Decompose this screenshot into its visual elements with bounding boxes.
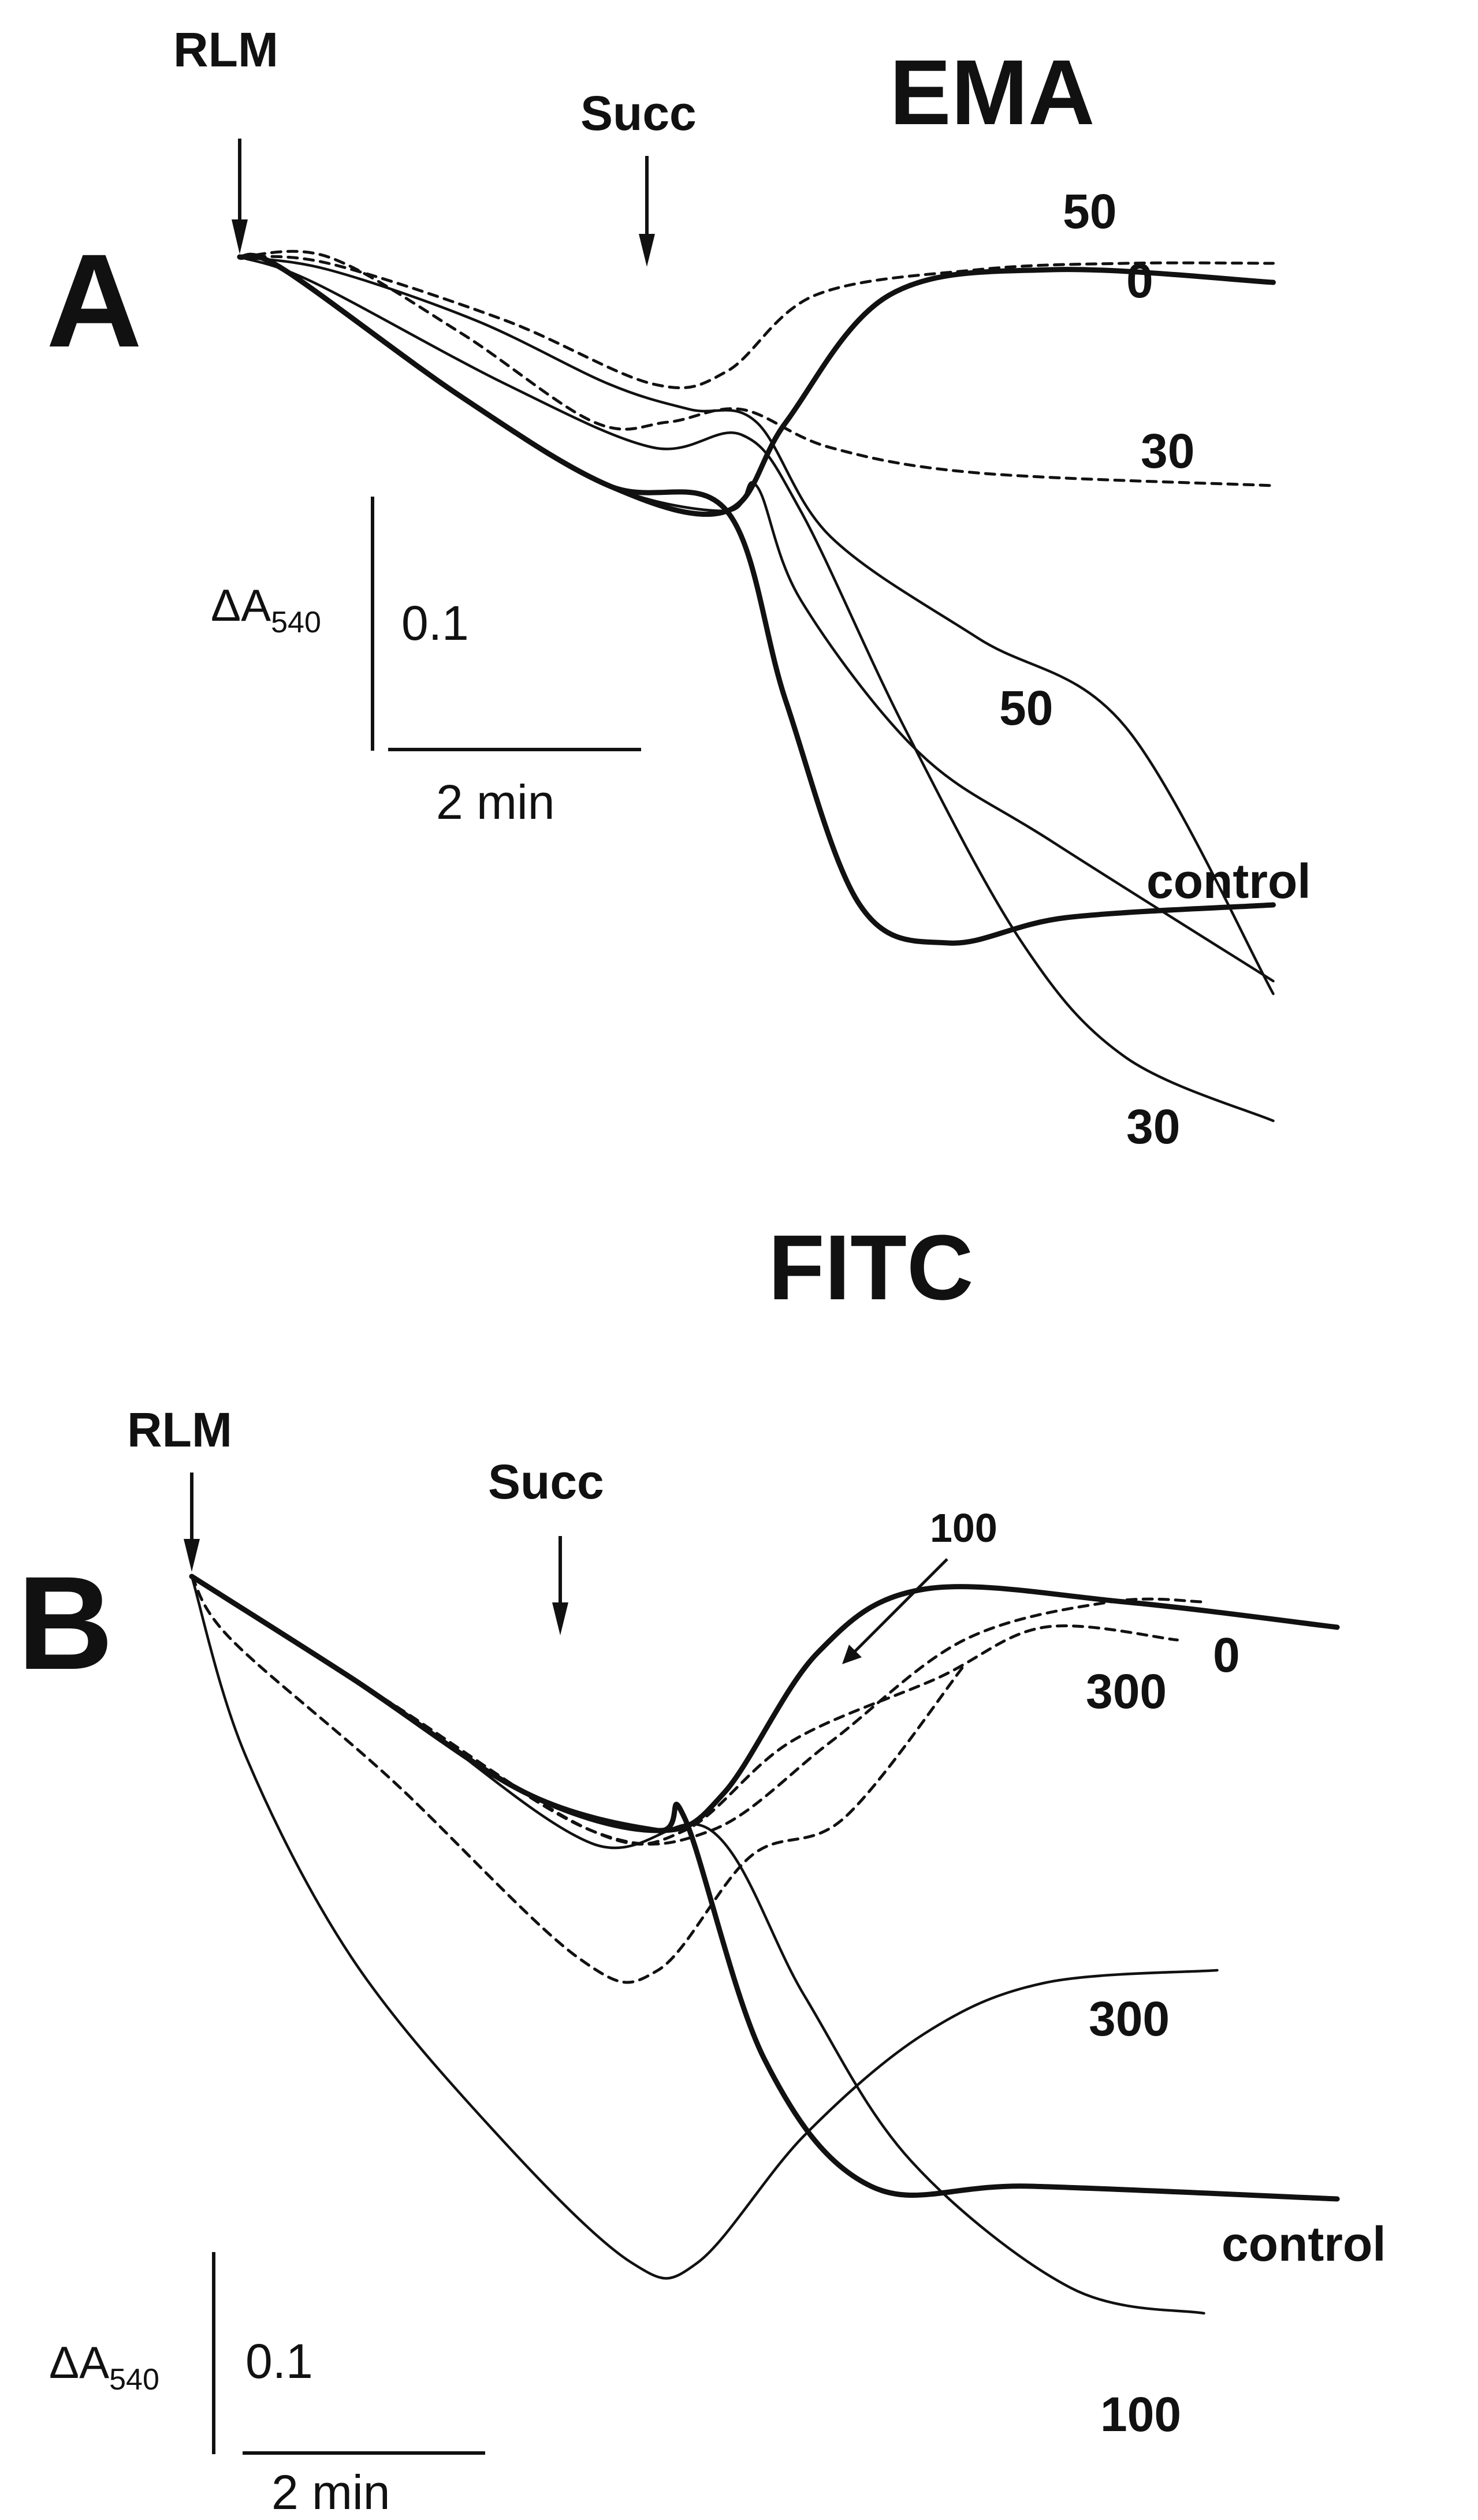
panel-b-trace-300-dashed-5 [190, 1575, 966, 1984]
panel-b: FITC B RLM Succ 100 ΔA540 0.1 2 min 0 30… [17, 1216, 1386, 2519]
panel-a-label-30-lower: 30 [1126, 1099, 1180, 1154]
panel-b-letter: B [17, 1549, 113, 1697]
panel-b-x-scale-value: 2 min [271, 2465, 390, 2519]
panel-b-annotation-arrow-shaft [852, 1558, 948, 1654]
panel-b-trace-100-dashed-1 [190, 1575, 1205, 1846]
panel-a-succ-arrow-head [639, 234, 655, 267]
panel-b-succ-label: Succ [488, 1455, 604, 1509]
panel-b-succ-arrow-head [552, 1602, 568, 1635]
panel-b-traces [189, 1574, 1340, 2315]
panel-a-label-0: 0 [1126, 254, 1153, 308]
panel-a-x-scale-value: 2 min [436, 775, 554, 829]
panel-a-label-30-upper: 30 [1141, 424, 1194, 478]
panel-a-trace-control-thick-4 [237, 252, 1276, 946]
panel-a-letter: A [46, 226, 142, 375]
panel-a-title: EMA [889, 40, 1095, 144]
panel-a-rlm-label: RLM [173, 23, 278, 77]
panel-b-annotation-100: 100 [930, 1505, 997, 1550]
panel-a-trace-50-dashed-1 [238, 249, 1275, 487]
panel-b-annotation-arrow-head [842, 1645, 862, 1664]
panel-a-traces [237, 249, 1276, 1123]
panel-b-trace-control-thick-3 [189, 1574, 1340, 2202]
panel-b-label-300-lower: 300 [1089, 1992, 1170, 2046]
panel-a-trace-50-thin-6 [238, 254, 1275, 983]
panel-a-trace-30-thin-2 [238, 255, 1275, 996]
panel-b-title: FITC [768, 1216, 973, 1319]
panel-a-trace-0-thick-3 [237, 252, 1276, 517]
panel-b-y-scale-value: 0.1 [245, 2334, 313, 2388]
panel-b-trace-100-thin-4 [190, 1575, 1205, 2315]
panel-b-label-300-upper: 300 [1086, 1664, 1167, 1718]
panel-a-trace-30-thin-5 [238, 255, 1275, 1123]
panel-a-label-50-lower: 50 [999, 681, 1053, 735]
panel-b-rlm-label: RLM [127, 1403, 232, 1457]
panel-a-label-control: control [1146, 854, 1311, 908]
panel-a-trace-0-dashed-0 [238, 255, 1275, 390]
panel-b-trace-300-thin-6 [190, 1575, 1219, 2280]
panel-a-label-50-top: 50 [1063, 184, 1116, 238]
panel-b-label-control: control [1222, 2217, 1386, 2271]
panel-b-rlm-arrow-head [184, 1539, 200, 1572]
panel-b-label-100-lower: 100 [1100, 2387, 1181, 2441]
panel-b-y-scale-symbol: ΔA540 [49, 2337, 159, 2396]
panel-b-label-0: 0 [1213, 1628, 1240, 1682]
panel-a-rlm-arrow-head [232, 219, 248, 254]
panel-a: A EMA RLM Succ ΔA540 0.1 2 min 50 0 30 5… [46, 23, 1311, 1154]
panel-b-trace-300-dashed-2 [190, 1575, 1179, 1846]
panel-a-y-scale-value: 0.1 [401, 596, 469, 650]
panel-a-y-scale-symbol: ΔA540 [211, 580, 321, 639]
panel-a-succ-label: Succ [580, 86, 697, 140]
